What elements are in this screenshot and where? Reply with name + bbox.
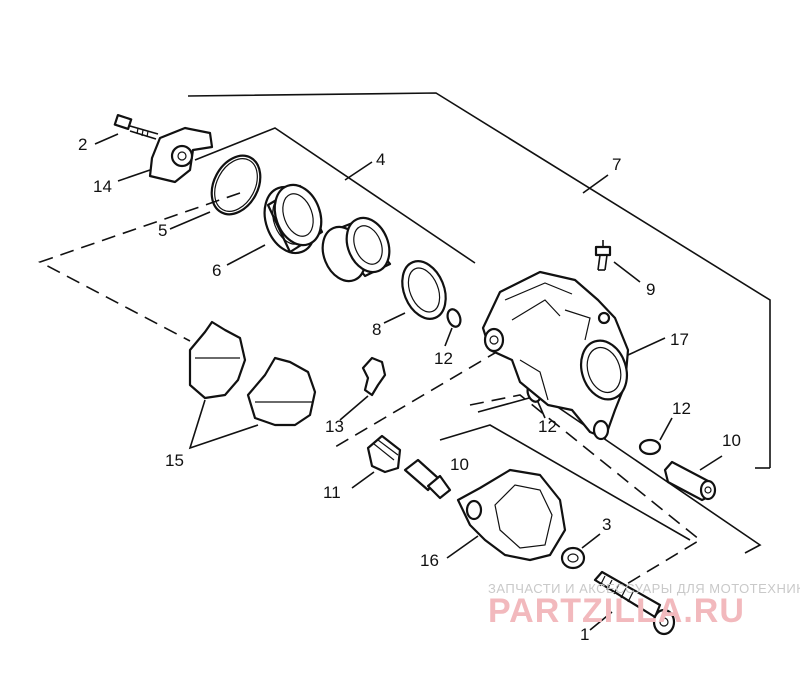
piston <box>321 216 392 283</box>
part-13-clip <box>361 356 387 397</box>
label-2: 2 <box>78 135 87 154</box>
label-10b: 10 <box>722 431 741 450</box>
part-17-caliper-body <box>481 270 630 441</box>
label-17: 17 <box>670 330 689 349</box>
part-9-bleeder <box>594 240 612 271</box>
bracket-10 <box>477 394 762 554</box>
leader-7 <box>582 174 609 194</box>
watermark-brand: PARTZILLA.RU <box>488 592 745 630</box>
label-6: 6 <box>212 261 221 280</box>
part-10-pin <box>663 460 717 502</box>
label-3: 3 <box>602 515 611 534</box>
leader-11 <box>351 471 375 489</box>
dash-guide-right <box>329 349 501 451</box>
leader-14 <box>117 169 151 182</box>
part-2-bolt <box>113 113 159 140</box>
sleeve <box>403 458 452 500</box>
part-14-plate <box>148 126 214 184</box>
label-9: 9 <box>646 280 655 299</box>
leader-12c <box>659 417 673 441</box>
dash-guide-bottom <box>469 394 702 589</box>
part-11-boot <box>366 434 402 474</box>
label-15: 15 <box>165 451 184 470</box>
leader-6 <box>226 244 266 266</box>
label-7: 7 <box>612 155 621 174</box>
label-11: 11 <box>323 483 341 502</box>
leader-5 <box>169 211 211 230</box>
bracket-4 <box>194 127 476 264</box>
part-1-bolt <box>593 570 676 636</box>
part-12-oring-a <box>446 308 462 328</box>
watermark-subtitle: ЗАПЧАСТИ И АКСЕССУАРЫ ДЛЯ МОТОТЕХНИКИ <box>488 581 800 596</box>
label-10a: 10 <box>450 455 469 474</box>
part-16-bracket <box>456 468 567 562</box>
leader-4 <box>344 161 373 181</box>
leader-16 <box>446 535 479 559</box>
part-8-seal <box>401 260 447 320</box>
label-12c: 12 <box>672 399 691 418</box>
leader-13 <box>339 395 369 421</box>
part-15-pads <box>188 320 317 427</box>
leader-17 <box>627 337 666 356</box>
leader-15 <box>188 399 259 450</box>
bracket-7 <box>187 92 771 468</box>
leader-3 <box>581 533 601 549</box>
label-1: 1 <box>580 625 589 644</box>
leader-12b <box>537 401 546 419</box>
part-5-ring <box>210 154 262 216</box>
leader-8 <box>383 312 406 324</box>
part-3-washer <box>560 546 586 570</box>
label-14: 14 <box>93 177 112 196</box>
label-12b: 12 <box>538 417 557 436</box>
leader-2 <box>94 133 119 145</box>
part-6-seal <box>263 183 324 255</box>
dash-guide-left <box>37 192 241 342</box>
label-5: 5 <box>158 221 167 240</box>
label-16: 16 <box>420 551 439 570</box>
label-12a: 12 <box>434 349 453 368</box>
label-13: 13 <box>325 417 344 436</box>
leader-10a <box>699 455 723 471</box>
leader-9 <box>613 261 641 283</box>
label-8: 8 <box>372 320 381 339</box>
part-12-oring-c <box>638 438 662 456</box>
leader-1 <box>589 611 613 631</box>
label-4: 4 <box>376 150 385 169</box>
leader-12a <box>444 327 453 347</box>
